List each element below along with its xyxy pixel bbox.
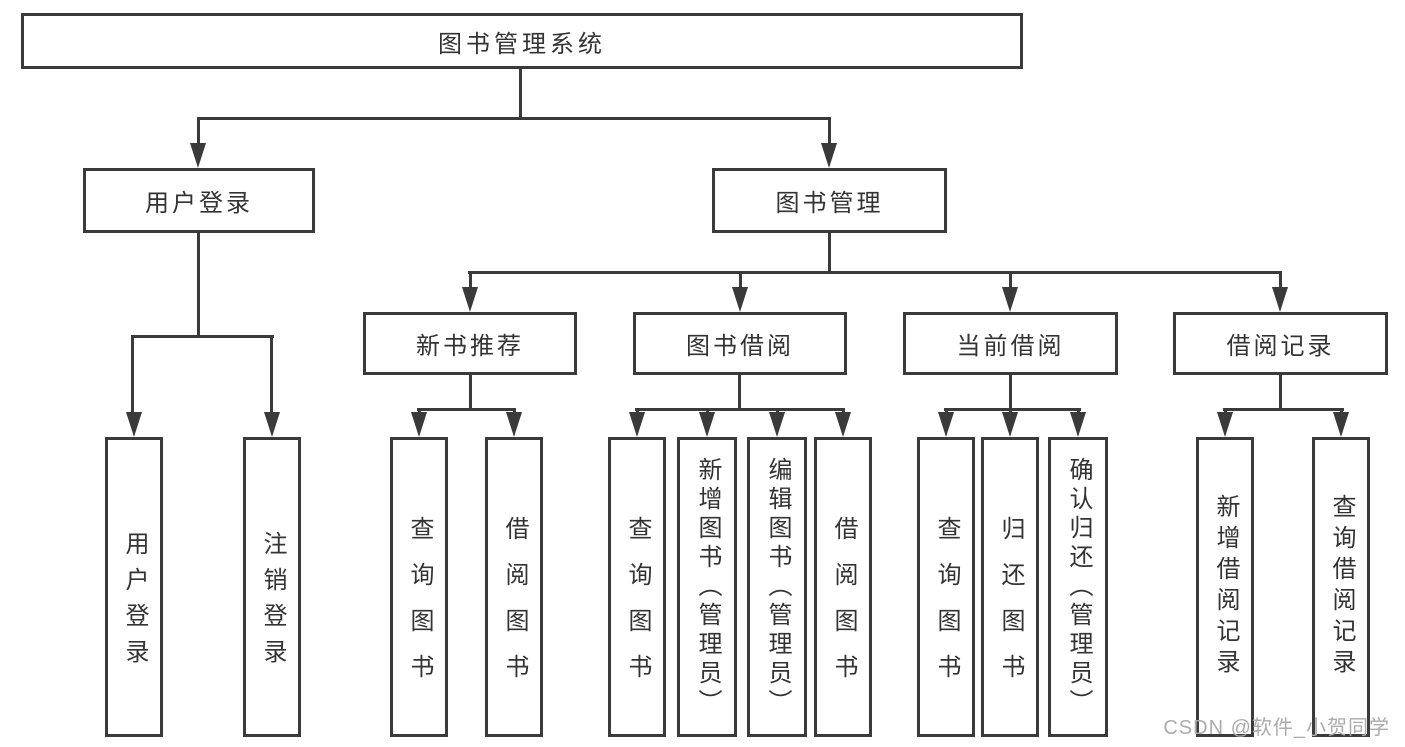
connector-drop xyxy=(131,335,134,415)
leaf-add-borrow-record: 新增借阅记录 xyxy=(1196,437,1254,737)
node-root: 图书管理系统 xyxy=(21,13,1023,69)
connector-hbar xyxy=(944,408,1081,411)
arrowhead xyxy=(264,412,280,437)
connector-drop xyxy=(270,335,273,415)
node-book-management: 图书管理 xyxy=(712,168,947,233)
connector-stem xyxy=(738,375,741,408)
connector-hbar xyxy=(635,408,845,411)
leaf-recommend-borrow-books: 借阅图书 xyxy=(485,437,543,737)
leaf-return-books: 归还图书 xyxy=(981,437,1039,737)
leaf-user-login: 用户登录 xyxy=(105,437,163,737)
connector-drop xyxy=(197,117,200,147)
arrowhead xyxy=(1217,412,1233,437)
leaf-label: 借阅图书 xyxy=(830,516,857,700)
node-root-label: 图书管理系统 xyxy=(438,30,606,58)
arrowhead xyxy=(462,287,478,312)
connector-hbar xyxy=(131,335,274,338)
node-borrow-records: 借阅记录 xyxy=(1173,312,1388,375)
connector-stem xyxy=(197,233,200,335)
connector-drop xyxy=(1279,271,1282,291)
leaf-label: 新增借阅记录 xyxy=(1212,494,1239,680)
node-current-borrowing: 当前借阅 xyxy=(903,312,1118,375)
connector-root-hbar xyxy=(197,117,831,120)
leaf-label: 查询图书 xyxy=(406,516,433,700)
arrowhead xyxy=(1002,412,1018,437)
arrowhead xyxy=(938,412,954,437)
arrowhead xyxy=(506,412,522,437)
node-label: 图书管理 xyxy=(775,190,884,217)
connector-root-stem xyxy=(519,69,522,117)
leaf-add-book-admin: 新增图书（管理员） xyxy=(677,437,737,737)
node-book-borrowing: 图书借阅 xyxy=(633,312,847,375)
node-label: 当前借阅 xyxy=(956,333,1065,360)
leaf-current-query-books: 查询图书 xyxy=(917,437,975,737)
node-label: 图书借阅 xyxy=(686,333,794,360)
arrowhead xyxy=(732,287,748,312)
leaf-label: 编辑图书（管理员） xyxy=(764,456,791,718)
leaf-label: 借阅图书 xyxy=(501,516,528,700)
leaf-label: 确认归还（管理员） xyxy=(1065,456,1092,718)
leaf-label: 新增图书（管理员） xyxy=(694,456,721,718)
leaf-recommend-query-books: 查询图书 xyxy=(390,437,448,737)
leaf-confirm-return-admin: 确认归还（管理员） xyxy=(1048,437,1108,737)
connector-drop xyxy=(828,117,831,147)
connector-stem xyxy=(1279,375,1282,408)
arrowhead xyxy=(411,412,427,437)
leaf-label: 查询图书 xyxy=(624,516,651,700)
leaf-label: 查询图书 xyxy=(933,516,960,700)
node-user-login: 用户登录 xyxy=(83,168,315,233)
node-new-book-recommend: 新书推荐 xyxy=(363,312,577,375)
arrowhead xyxy=(629,412,645,437)
connector-hbar xyxy=(417,408,516,411)
connector-hbar xyxy=(468,271,1281,274)
connector-stem xyxy=(469,375,472,408)
arrowhead xyxy=(821,143,837,168)
node-label: 借阅记录 xyxy=(1226,333,1335,360)
leaf-query-borrow-record: 查询借阅记录 xyxy=(1312,437,1370,737)
arrowhead xyxy=(699,412,715,437)
node-label: 新书推荐 xyxy=(416,333,524,360)
connector-drop xyxy=(1009,271,1012,291)
arrowhead xyxy=(769,412,785,437)
connector-stem xyxy=(828,233,831,271)
leaf-label: 用户登录 xyxy=(121,531,148,675)
arrowhead xyxy=(1070,412,1086,437)
connector-drop xyxy=(469,271,472,291)
watermark: CSDN @软件_小贺同学 xyxy=(1163,717,1390,739)
connector-drop xyxy=(739,271,742,291)
arrowhead xyxy=(126,412,142,437)
leaf-label: 归还图书 xyxy=(997,516,1024,700)
arrowhead xyxy=(1002,287,1018,312)
connector-stem xyxy=(1009,375,1012,408)
node-label: 用户登录 xyxy=(145,190,253,217)
leaf-borrow-books: 借阅图书 xyxy=(814,437,872,737)
leaf-label: 注销登录 xyxy=(259,531,286,675)
leaf-logout: 注销登录 xyxy=(243,437,301,737)
connector-hbar xyxy=(1223,408,1344,411)
leaf-edit-book-admin: 编辑图书（管理员） xyxy=(747,437,807,737)
arrowhead xyxy=(1333,412,1349,437)
leaf-label: 查询借阅记录 xyxy=(1328,494,1355,680)
arrowhead xyxy=(1272,287,1288,312)
arrowhead xyxy=(190,143,206,168)
leaf-borrow-query-books: 查询图书 xyxy=(608,437,666,737)
arrowhead xyxy=(835,412,851,437)
